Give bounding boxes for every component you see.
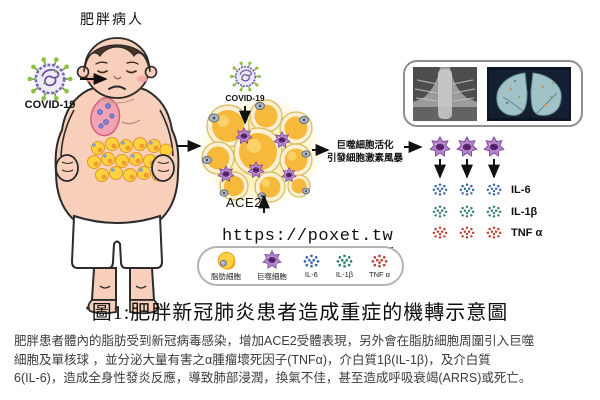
figure-description: 肥胖患者體內的脂肪受到新冠病毒感染，增加ACE2受體表現，另外會在脂肪細胞周圍引… bbox=[14, 332, 592, 388]
tnf-dots bbox=[486, 226, 502, 240]
infected-lung-patch bbox=[90, 97, 121, 137]
legend: 脂肪細胞 巨噬細胞 IL-6 IL-1β TNF α bbox=[197, 246, 404, 286]
closed-eyes bbox=[97, 70, 137, 74]
tnf-dots-icon bbox=[371, 254, 388, 269]
il6-dots bbox=[486, 183, 502, 197]
tnf-label: TNF α bbox=[511, 227, 543, 239]
ace2-label: ACE2 bbox=[226, 195, 262, 210]
il1b-dots bbox=[432, 205, 448, 219]
il1b-label: IL-1β bbox=[511, 206, 538, 218]
covid-virus-icon bbox=[26, 55, 74, 103]
legend-item-il6: IL-6 bbox=[303, 254, 320, 279]
fat-cell-icon bbox=[217, 251, 235, 270]
tnf-dots bbox=[459, 226, 475, 240]
legend-item-fat-cell: 脂肪細胞 bbox=[211, 251, 241, 282]
il6-label: IL-6 bbox=[511, 184, 531, 196]
description-line: 細胞及單核球 ，並分泌大量有害之α腫瘤壞死因子(TNFα)，介白質1β(IL-1… bbox=[14, 352, 491, 367]
activated-macrophage bbox=[483, 136, 505, 158]
covid-virus-label: COVID-19 bbox=[24, 99, 76, 111]
adipose-tissue-cluster bbox=[196, 96, 324, 208]
watermark-url: https://poxet.tw bbox=[222, 227, 394, 248]
activated-macrophage bbox=[456, 136, 478, 158]
virus-particles-in-lung bbox=[97, 103, 115, 129]
il6-dots bbox=[432, 183, 448, 197]
blush-right bbox=[136, 75, 148, 83]
legend-item-tnf: TNF α bbox=[369, 254, 390, 279]
il1b-dots bbox=[486, 205, 502, 219]
il6-dots-icon bbox=[303, 254, 320, 269]
il6-dots bbox=[459, 183, 475, 197]
hair bbox=[83, 44, 151, 73]
cytokine-storm-text: 巨噬細胞活化 引發細胞激素風暴 bbox=[326, 140, 403, 164]
lung-ct-render-image bbox=[487, 67, 571, 121]
il1b-dots bbox=[459, 205, 475, 219]
activated-macrophage bbox=[429, 136, 451, 158]
covid-virus-label-small: COVID-19 bbox=[225, 93, 265, 103]
frown-mouth bbox=[108, 85, 126, 90]
chest-xray-image bbox=[413, 67, 477, 121]
description-line: 6(IL-6)，造成全身性發炎反應，導致肺部浸潤，換氣不佳，甚至造成呼吸衰竭(A… bbox=[14, 371, 532, 385]
il1b-dots-icon bbox=[336, 254, 353, 269]
covid-virus-icon-small bbox=[229, 60, 262, 93]
patient-label: 肥胖病人 bbox=[80, 11, 144, 27]
tnf-dots bbox=[432, 226, 448, 240]
legend-item-il1b: IL-1β bbox=[336, 254, 353, 279]
figure-caption: 圖1:肥胖新冠肺炎患者造成重症的機轉示意圖 bbox=[91, 302, 509, 324]
blush-left bbox=[86, 75, 98, 83]
shorts bbox=[70, 214, 164, 269]
description-line: 肥胖患者體內的脂肪受到新冠病毒感染，增加ACE2受體表現，另外會在脂肪細胞周圍引… bbox=[14, 334, 535, 348]
legend-item-macrophage: 巨噬細胞 bbox=[257, 250, 287, 282]
macrophage-icon bbox=[262, 250, 282, 270]
